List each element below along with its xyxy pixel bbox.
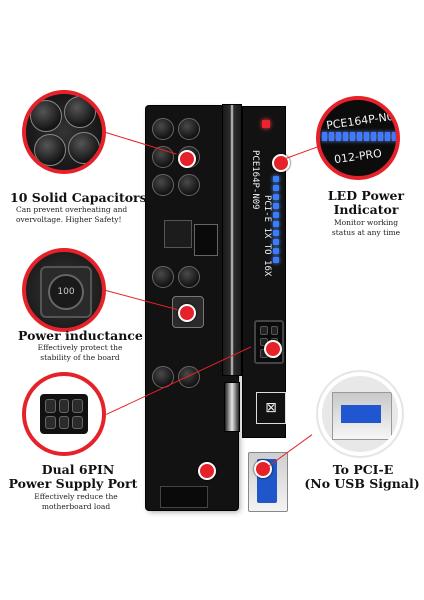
- capacitor-marker-icon: [178, 150, 196, 168]
- led-icon: [273, 176, 279, 182]
- led-zoom-circle: PCE164P-N09 012-PRO: [316, 96, 400, 180]
- led-icon: [273, 212, 279, 218]
- led-icon: [273, 194, 279, 200]
- six-pin-marker-icon: [264, 340, 282, 358]
- ce-logo-icon: ⊠: [256, 392, 286, 424]
- capacitor-icon: [152, 174, 174, 196]
- capacitor-icon: [178, 266, 200, 288]
- capacitor-icon: [152, 118, 174, 140]
- red-led-icon: [262, 120, 270, 128]
- capacitor-icon: [178, 174, 200, 196]
- pcie-title-2: (No USB Signal): [304, 476, 420, 491]
- six-pin-zoom-circle: [22, 372, 106, 456]
- led-icon: [273, 239, 279, 245]
- six-pin-title-1: Dual 6PIN: [41, 462, 115, 477]
- capacitors-title: 10 Solid Capacitors: [10, 190, 147, 205]
- capacitor-icon: [178, 118, 200, 140]
- pcie-x1-slot: [224, 382, 240, 432]
- pcie-title-1: To PCI-E: [332, 462, 394, 477]
- led-icon: [273, 221, 279, 227]
- board-pcie-text: PCI-E 1X TO 16X: [262, 195, 272, 277]
- capacitor-icon: [34, 134, 66, 166]
- regulator-chip: [164, 220, 192, 248]
- inductor-marker-icon: [178, 304, 196, 322]
- inductance-desc: Effectively protect the stability of the…: [37, 343, 123, 362]
- usb-zoom-circle: [318, 372, 402, 456]
- led-icon: [273, 203, 279, 209]
- led-icon: [273, 257, 279, 263]
- board-led-strip: [273, 176, 281, 268]
- pcie-x16-slot: [222, 104, 242, 376]
- led-zoom-version: 012-PRO: [333, 146, 383, 167]
- capacitors-zoom-circle: [22, 90, 106, 174]
- six-pin-title-2: Power Supply Port: [8, 476, 138, 491]
- inductance-title: Power inductance: [18, 328, 143, 343]
- inductor-zoom-circle: 100: [22, 248, 106, 332]
- capacitors-desc: Can prevent overheating and overvoltage.…: [16, 205, 128, 224]
- dc-jack: [160, 486, 208, 508]
- inductor-marking: 100: [48, 274, 84, 310]
- led-icon: [273, 230, 279, 236]
- six-pin-desc: Effectively reduce the motherboard load: [34, 492, 118, 511]
- capacitor-icon: [64, 96, 96, 128]
- capacitor-icon: [178, 366, 200, 388]
- capacitor-icon: [30, 100, 62, 132]
- board-model-text: PCE164P-N09: [250, 150, 260, 210]
- capacitor-icon: [152, 266, 174, 288]
- led-desc: Monitor working status at any time: [331, 218, 401, 237]
- led-zoom-model: PCE164P-N09: [325, 108, 400, 133]
- led-icon: [273, 248, 279, 254]
- dc-marker-icon: [198, 462, 216, 480]
- led-title-2: Indicator: [333, 202, 399, 217]
- leader-line: [268, 434, 313, 467]
- capacitor-icon: [68, 132, 100, 164]
- usb-port: [248, 452, 288, 512]
- usb-marker-icon: [254, 460, 272, 478]
- led-title-1: LED Power: [327, 188, 405, 203]
- mosfet-chip: [194, 224, 218, 256]
- led-icon: [273, 185, 279, 191]
